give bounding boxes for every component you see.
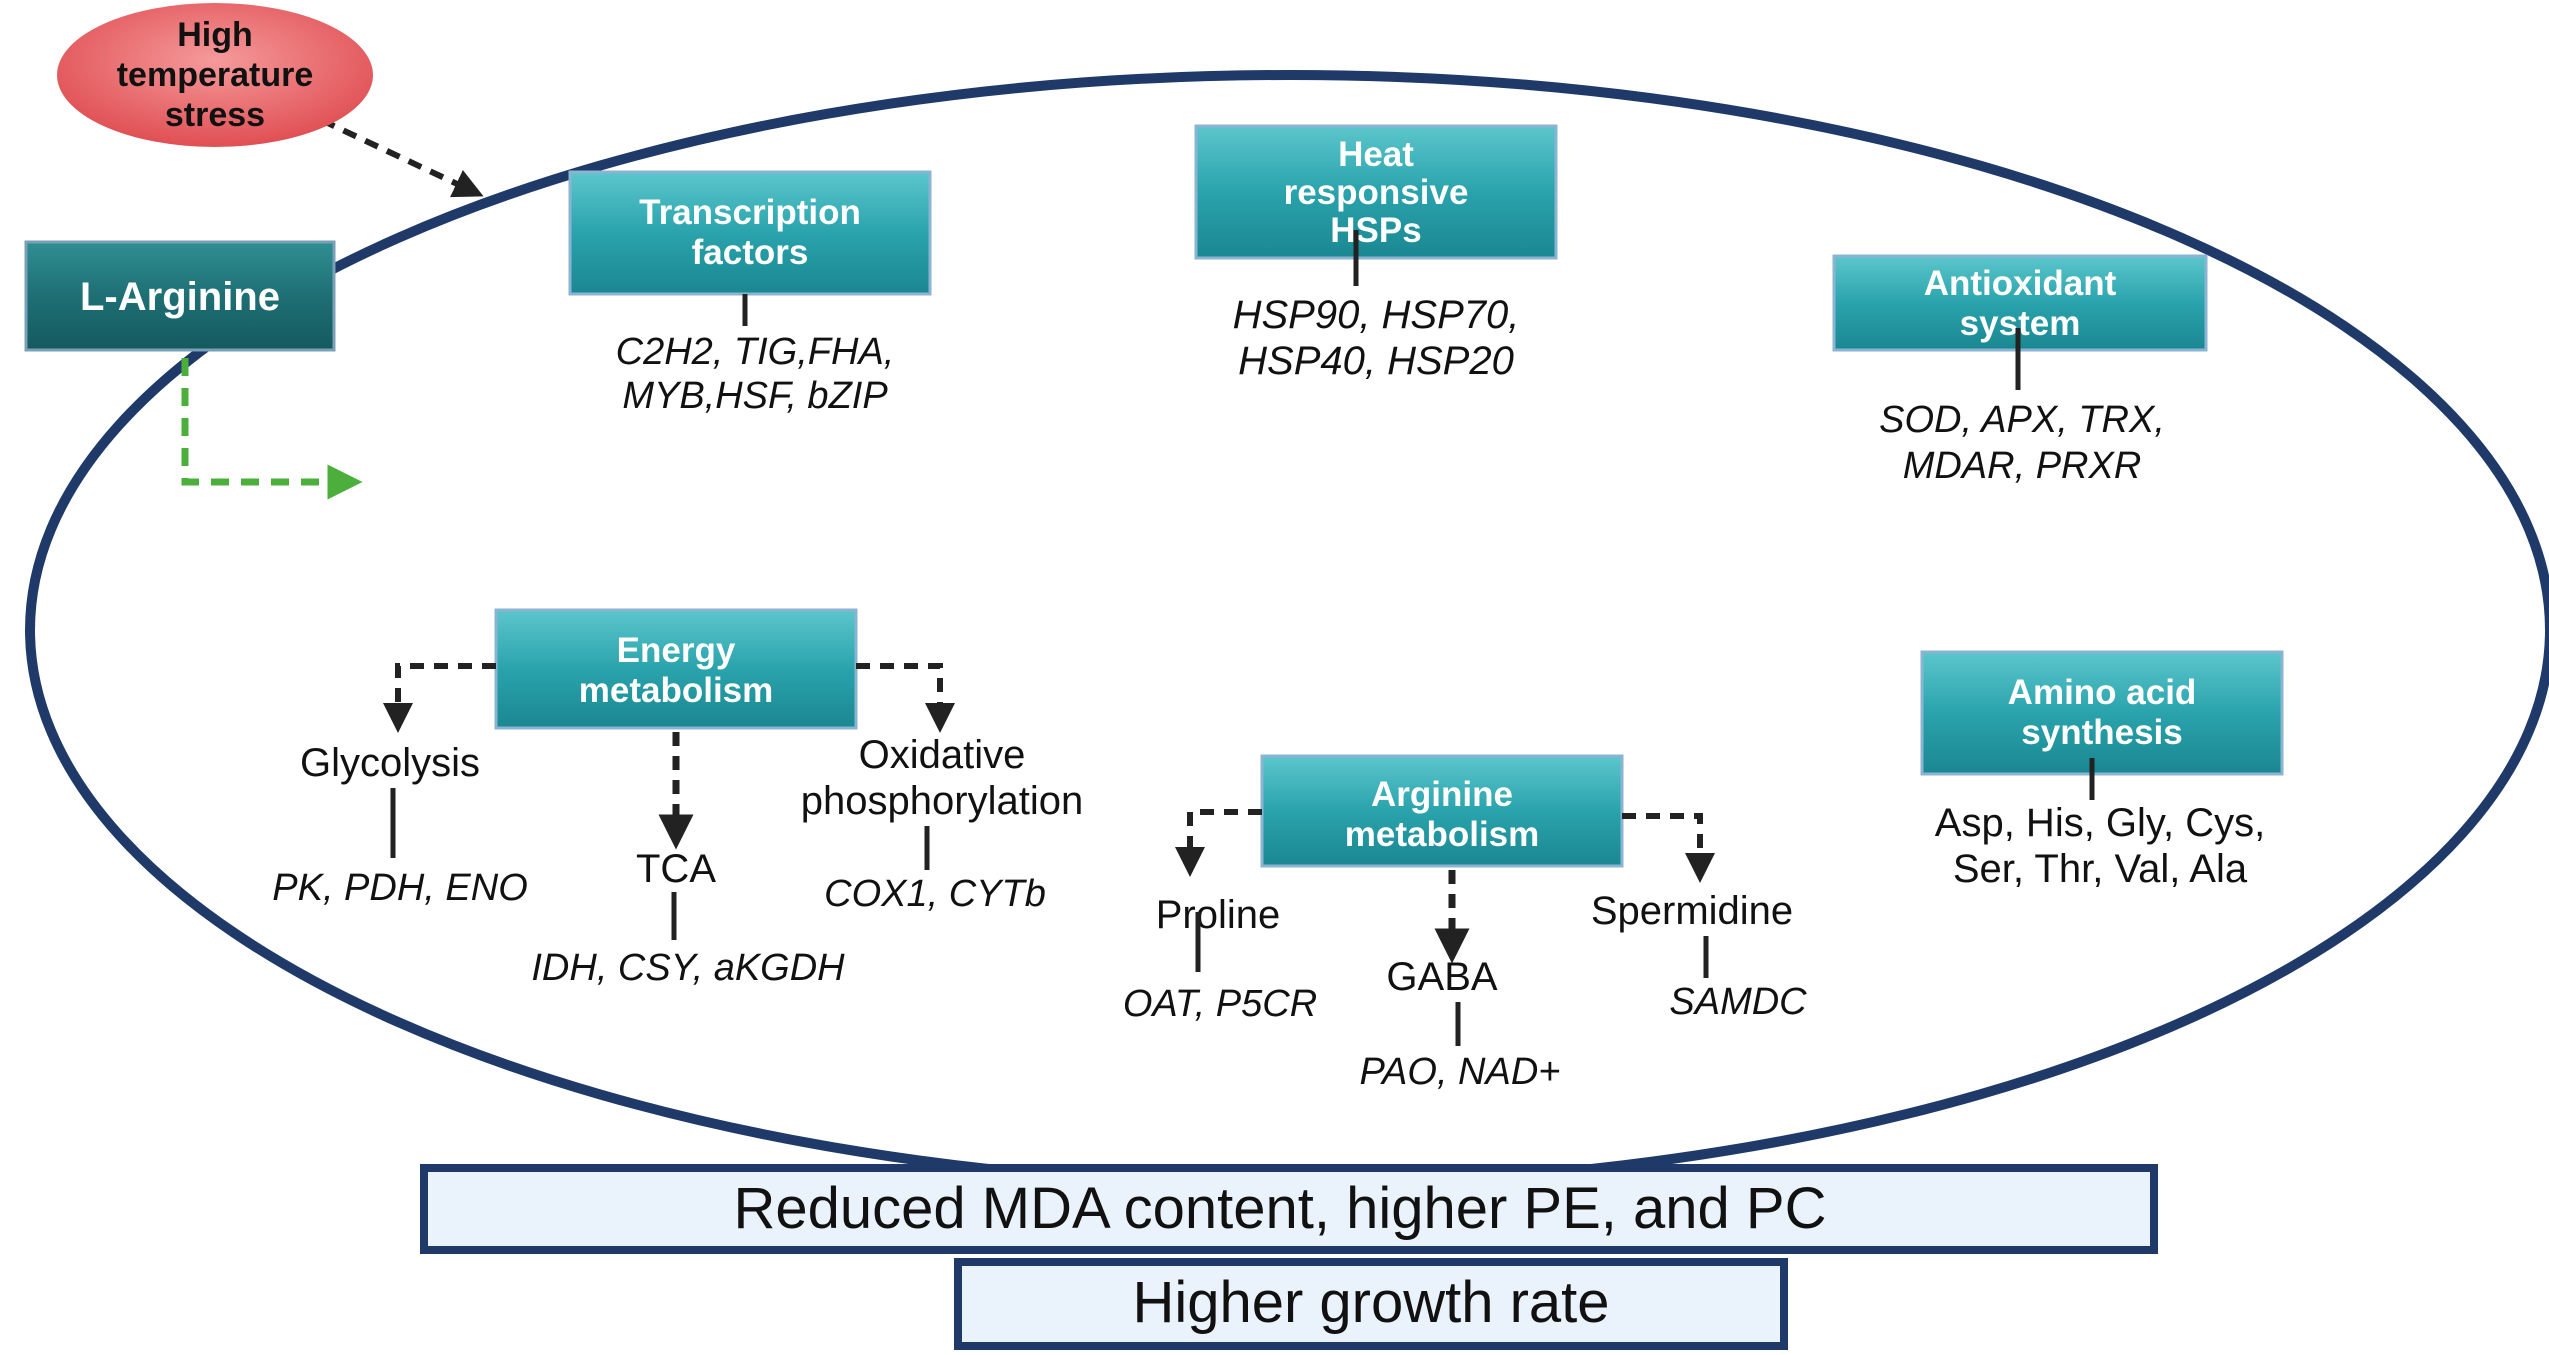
hsp-title-3: HSPs bbox=[1330, 211, 1421, 250]
outcome-banner-1: Reduced MDA content, higher PE, and PC bbox=[420, 1164, 2158, 1254]
transcription-title-2: factors bbox=[692, 233, 809, 272]
outcome-2-text: Higher growth rate bbox=[1132, 1270, 1609, 1335]
l-arginine-box: L-Arginine bbox=[24, 240, 336, 352]
hsp-genes-1: HSP90, HSP70, bbox=[1233, 293, 1520, 337]
stress-bubble: High temperature stress bbox=[57, 3, 373, 147]
antioxidant-genes-1: SOD, APX, TRX, bbox=[1879, 399, 2165, 441]
tca-genes: IDH, CSY, aKGDH bbox=[531, 947, 845, 989]
amino-list-2: Ser, Thr, Val, Ala bbox=[1953, 847, 2248, 891]
arginine-to-proline-arrow bbox=[1175, 809, 1262, 877]
outcome-banner-2: Higher growth rate bbox=[954, 1258, 1788, 1350]
arginine-title-2: metabolism bbox=[1345, 815, 1540, 854]
stress-line-1: High bbox=[177, 16, 253, 54]
energy-to-glycolysis-arrow bbox=[383, 663, 496, 733]
antioxidant-title-1: Antioxidant bbox=[1924, 264, 2117, 303]
amino-list-1: Asp, His, Gly, Cys, bbox=[1935, 801, 2265, 845]
l-arginine-label: L-Arginine bbox=[80, 275, 280, 319]
outcome-1-text: Reduced MDA content, higher PE, and PC bbox=[734, 1176, 1827, 1241]
spermidine-genes: SAMDC bbox=[1669, 981, 1807, 1023]
hsp-box: Heat responsive HSPs bbox=[1194, 124, 1558, 260]
proline-label: Proline bbox=[1156, 893, 1281, 937]
arginine-to-spermidine-arrow bbox=[1622, 813, 1715, 883]
treatment-arrow bbox=[181, 358, 363, 500]
tca-label: TCA bbox=[636, 847, 716, 891]
stress-line-2: temperature bbox=[117, 56, 314, 94]
proline-genes: OAT, P5CR bbox=[1123, 983, 1317, 1025]
gaba-label: GABA bbox=[1386, 955, 1497, 999]
arginine-title-1: Arginine bbox=[1371, 775, 1513, 814]
transcription-title-1: Transcription bbox=[639, 193, 861, 232]
spermidine-label: Spermidine bbox=[1591, 889, 1793, 933]
hsp-title-2: responsive bbox=[1284, 173, 1469, 212]
transcription-factors-box: Transcription factors bbox=[568, 170, 932, 296]
energy-title-1: Energy bbox=[617, 631, 736, 670]
arginine-metabolism-box: Arginine metabolism bbox=[1260, 754, 1624, 868]
amino-title-1: Amino acid bbox=[2008, 673, 2197, 712]
oxphos-label-2: phosphorylation bbox=[801, 779, 1083, 823]
hsp-genes-2: HSP40, HSP20 bbox=[1238, 339, 1514, 383]
oxphos-label-1: Oxidative bbox=[859, 733, 1026, 777]
glycolysis-label: Glycolysis bbox=[300, 741, 480, 785]
energy-title-2: metabolism bbox=[579, 671, 774, 710]
stress-line-3: stress bbox=[165, 96, 265, 134]
glycolysis-genes: PK, PDH, ENO bbox=[272, 867, 528, 909]
amino-acid-box: Amino acid synthesis bbox=[1920, 650, 2284, 776]
amino-title-2: synthesis bbox=[2021, 713, 2182, 752]
hsp-title-1: Heat bbox=[1338, 135, 1414, 174]
energy-to-oxphos-arrow bbox=[856, 663, 955, 733]
transcription-genes-2: MYB,HSF, bZIP bbox=[622, 375, 888, 417]
gaba-genes: PAO, NAD+ bbox=[1360, 1051, 1561, 1093]
oxphos-genes: COX1, CYTb bbox=[824, 873, 1046, 915]
transcription-genes-1: C2H2, TIG,FHA, bbox=[616, 331, 895, 373]
antioxidant-genes-2: MDAR, PRXR bbox=[1903, 445, 2142, 487]
energy-metabolism-box: Energy metabolism bbox=[494, 608, 858, 730]
